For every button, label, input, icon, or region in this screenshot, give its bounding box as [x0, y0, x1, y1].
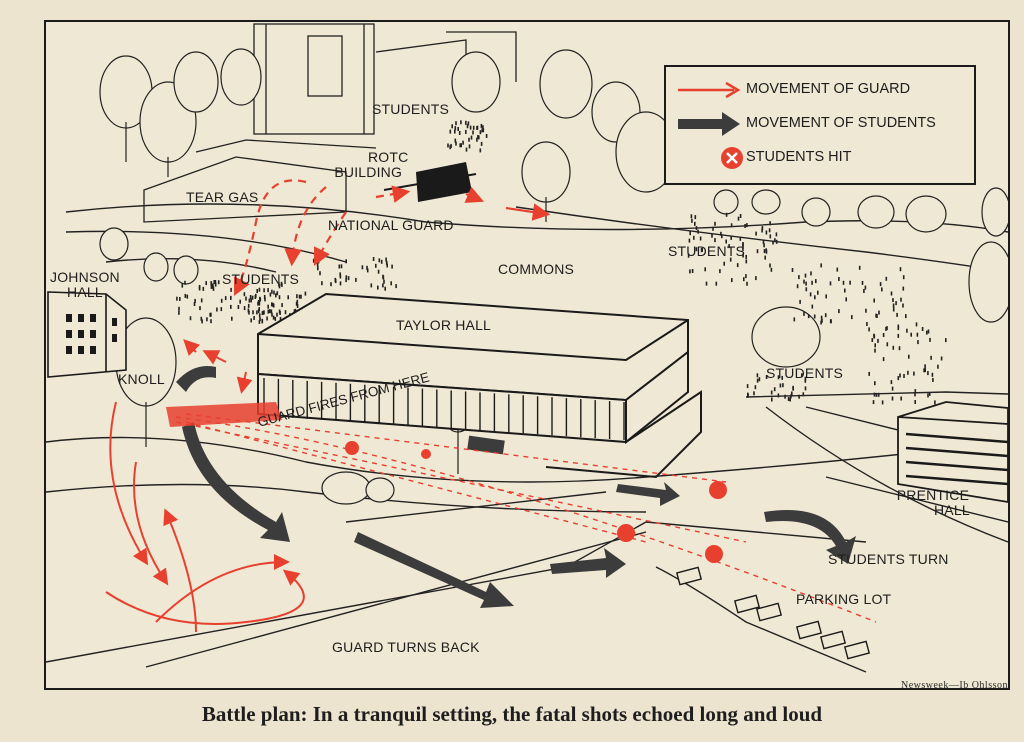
label-students-right: STUDENTS — [668, 243, 746, 259]
johnson-hall-building — [47, 291, 127, 378]
label-national-guard: NATIONAL GUARD — [328, 217, 454, 233]
legend-hit-label: STUDENTS HIT — [746, 149, 852, 165]
legend-students-label: MOVEMENT OF STUDENTS — [746, 115, 936, 131]
label-johnson-hall-word: HALL — [67, 283, 103, 300]
students-hit-markers — [345, 441, 727, 563]
map-frame: STUDENTS ROTC BUILDING TEAR GAS NATIONAL… — [44, 20, 1010, 690]
firing-lines — [175, 413, 877, 623]
guard-return-arrows — [105, 339, 305, 633]
dark-arrow-icon — [678, 112, 740, 136]
map-legend: MOVEMENT OF GUARD MOVEMENT OF STUDENTS S… — [664, 65, 976, 185]
prentice-hall-building — [897, 401, 1008, 503]
label-tear-gas: TEAR GAS — [186, 189, 259, 205]
image-credit: Newsweek—Ib Ohlsson — [901, 680, 1008, 691]
student-movement-arrows — [176, 366, 856, 608]
label-prentice: PRENTICE — [896, 487, 970, 503]
label-taylor-hall: TAYLOR HALL — [396, 317, 492, 333]
hit-marker-icon — [721, 147, 743, 169]
map-illustration — [46, 23, 1008, 673]
label-prentice-hall: PRENTICE HALL — [896, 488, 970, 517]
label-prentice-hall-word: HALL — [934, 501, 970, 518]
red-arrow-icon — [678, 81, 741, 99]
taylor-hall-building — [257, 292, 702, 479]
parked-cars — [675, 566, 871, 660]
legend-row-students: MOVEMENT OF STUDENTS — [666, 109, 974, 139]
label-commons: COMMONS — [498, 261, 575, 277]
label-students-left: STUDENTS — [222, 271, 300, 287]
legend-guard-label: MOVEMENT OF GUARD — [746, 81, 911, 97]
label-parking-lot: PARKING LOT — [796, 591, 892, 607]
taylor-hall-columns — [263, 378, 625, 440]
legend-row-hit: STUDENTS HIT — [666, 143, 974, 173]
guard-movement-arrows — [234, 179, 551, 296]
label-rotc-building: ROTC BUILDING — [328, 150, 408, 179]
firing-position-band — [166, 402, 282, 427]
label-students-turn: STUDENTS TURN — [828, 551, 949, 567]
caption: Battle plan: In a tranquil setting, the … — [201, 702, 823, 726]
label-students-mid: STUDENTS — [766, 365, 844, 381]
legend-row-guard: MOVEMENT OF GUARD — [666, 75, 974, 105]
label-building: BUILDING — [334, 163, 403, 180]
label-johnson-hall: JOHNSON HALL — [50, 270, 120, 299]
label-students-top: STUDENTS — [372, 101, 450, 117]
label-knoll: KNOLL — [118, 371, 165, 387]
label-johnson: JOHNSON — [50, 269, 120, 285]
label-guard-turns-back: GUARD TURNS BACK — [332, 639, 480, 655]
label-rotc: ROTC — [368, 149, 409, 165]
